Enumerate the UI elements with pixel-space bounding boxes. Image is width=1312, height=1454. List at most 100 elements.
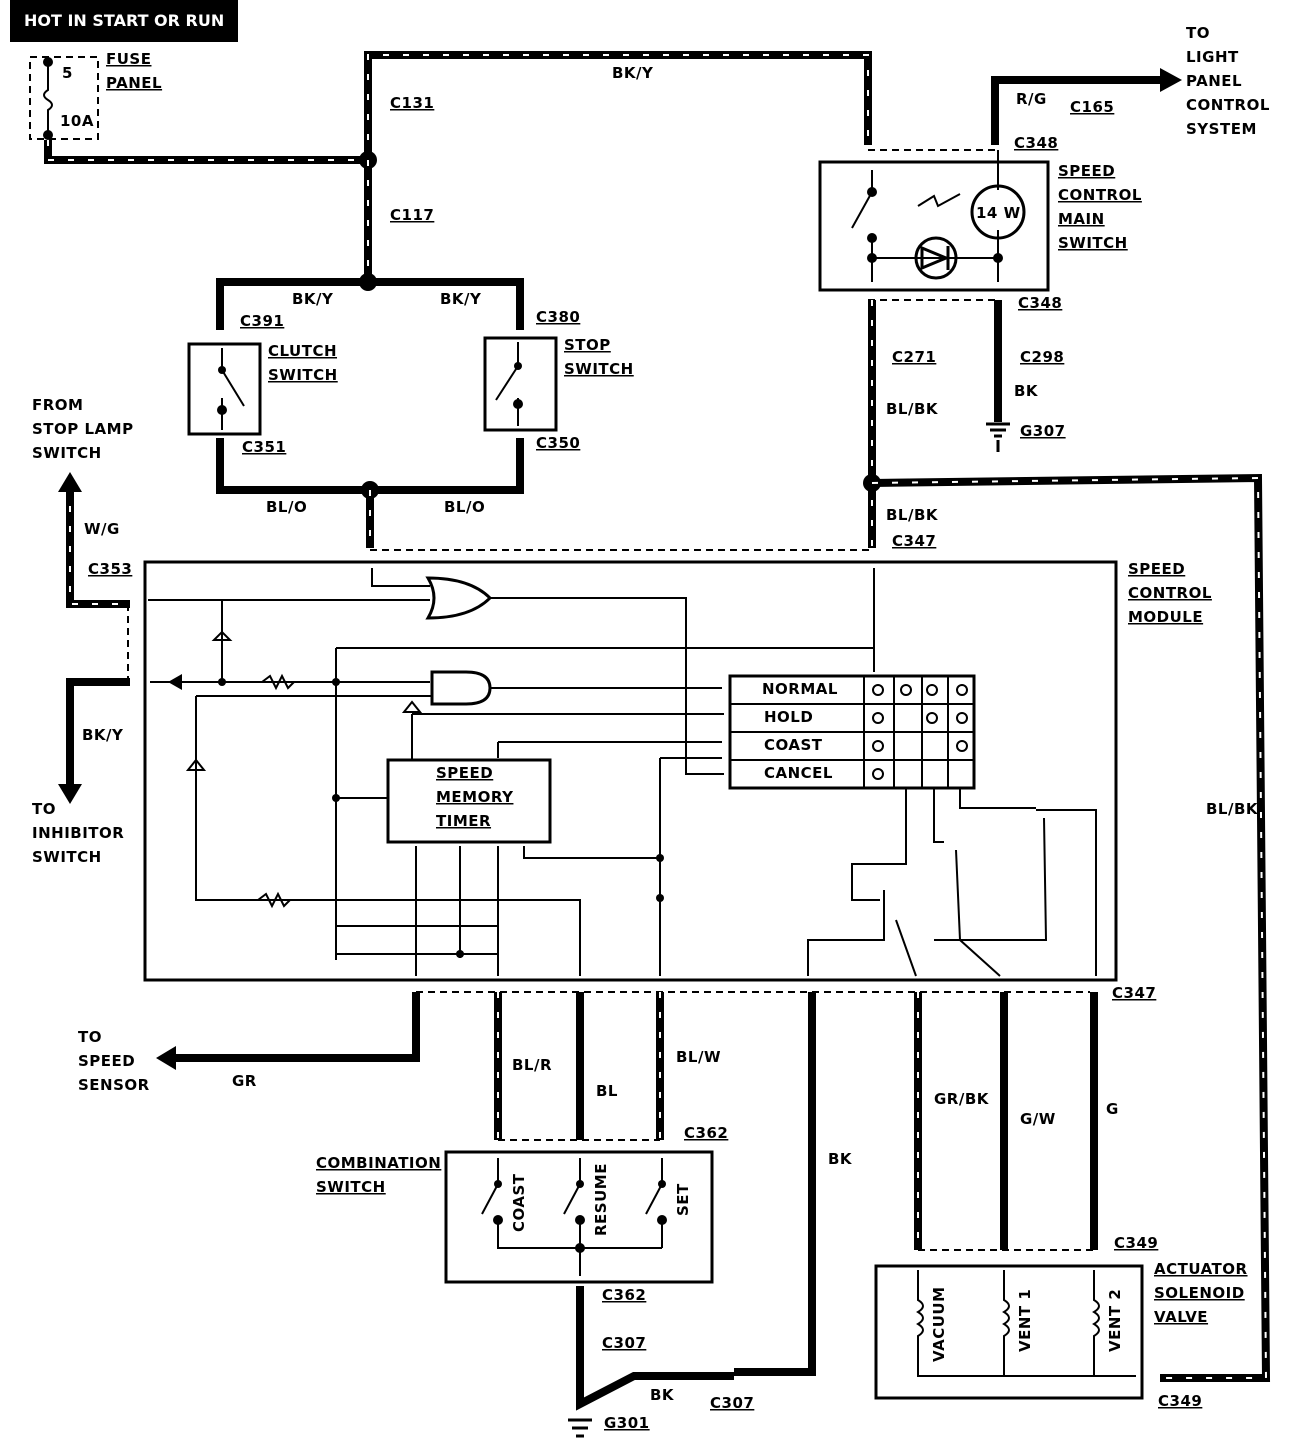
mode-cancel: CANCEL [764,764,833,782]
wire-label-bk-y-right: BK/Y [440,290,482,308]
conn-g301: G301 [604,1414,650,1432]
wire-label-bl-o-right: BL/O [444,498,485,516]
stop-switch-label-1: STOP [564,336,611,354]
wire-bk-y-top [364,51,872,160]
module-label-1: SPEED [1128,560,1185,578]
ground-g307-icon [986,422,1010,452]
stop-lamp-3: SWITCH [32,444,102,462]
wire-label-bl-o-left: BL/O [266,498,307,516]
solenoid-vent2: VENT 2 [1106,1289,1124,1352]
wire-bl-bk-right [871,473,1271,1382]
wire-label-bk-ground: BK [1014,382,1039,400]
conn-c307-b: C307 [710,1394,754,1412]
conn-c117: C117 [390,206,434,224]
conn-c350: C350 [536,434,580,452]
ground-g301-icon [568,1418,592,1438]
solenoid-vent1: VENT 1 [1016,1289,1034,1352]
light-panel-1: TO [1186,24,1210,42]
actuator-label-2: SOLENOID [1154,1284,1245,1302]
fuse-number: 5 [62,64,73,82]
mode-normal: NORMAL [762,680,838,698]
wire-gr [172,992,420,1062]
conn-c348-top: C348 [1014,134,1058,152]
module-label-2: CONTROL [1128,584,1212,602]
main-switch-box [818,160,1050,292]
wire-label-bl-bk-right: BL/BK [1206,800,1259,818]
combo-pos-set: SET [674,1183,692,1216]
speed-sensor-3: SENSOR [78,1076,150,1094]
combo-pos-resume: RESUME [592,1163,610,1236]
inhibitor-3: SWITCH [32,848,102,866]
or-gate [425,576,493,620]
fuse-panel-label-1: FUSE [106,50,151,68]
fuse-rating: 10A [60,112,94,130]
conn-c347-bot: C347 [1112,984,1156,1002]
wire-label-bk-module: BK [828,1150,853,1168]
wire-w-g [66,486,130,608]
conn-c351: C351 [242,438,286,456]
conn-c271: C271 [892,348,936,366]
combo-label-1: COMBINATION [316,1154,441,1172]
module-label-3: MODULE [1128,608,1203,626]
header-title: HOT IN START OR RUN [24,11,224,30]
wire-label-bl-w: BL/W [676,1048,721,1066]
inhibitor-2: INHIBITOR [32,824,124,842]
wire-bk-y-inhib [66,678,130,786]
conn-c165: C165 [1070,98,1114,116]
clutch-switch-label-1: CLUTCH [268,342,337,360]
stop-switch-label-2: SWITCH [564,360,634,378]
light-panel-3: PANEL [1186,72,1242,90]
wire-label-bl: BL [596,1082,618,1100]
mode-coast: COAST [764,736,823,754]
actuator-label-1: ACTUATOR [1154,1260,1248,1278]
conn-c380: C380 [536,308,580,326]
solenoid-vacuum: VACUUM [930,1287,948,1363]
lightning-icon [917,193,961,208]
fuse-panel-label-2: PANEL [106,74,162,92]
conn-c347-top: C347 [892,532,936,550]
conn-c307-a: C307 [602,1334,646,1352]
wire-label-bk-y-top: BK/Y [612,64,654,82]
lamp-rating: 14 W [976,204,1021,222]
memory-timer-label-3: TIMER [436,812,491,830]
wire-label-g-w: G/W [1020,1110,1056,1128]
clutch-switch-label-2: SWITCH [268,366,338,384]
main-switch-label-4: SWITCH [1058,234,1128,252]
conn-c349-bot: C349 [1158,1392,1202,1410]
wire-label-bk-bottom: BK [650,1386,675,1404]
fuse-box [29,56,99,140]
header-bg [10,0,238,42]
speed-control-module-box [143,560,1118,982]
combo-label-2: SWITCH [316,1178,386,1196]
wire-label-w-g: W/G [84,520,120,538]
conn-c131: C131 [390,94,434,112]
main-switch-label-2: CONTROL [1058,186,1142,204]
memory-timer-label-1: SPEED [436,764,493,782]
wire-label-gr: GR [232,1072,257,1090]
memory-timer-label-2: MEMORY [436,788,514,806]
wire-label-bl-bk-2: BL/BK [886,506,939,524]
mode-hold: HOLD [764,708,813,726]
combination-switch-box [444,1150,714,1284]
wire-bk-y-branch [216,278,524,330]
stop-lamp-2: STOP LAMP [32,420,134,438]
wire-label-bl-r: BL/R [512,1056,552,1074]
speed-sensor-1: TO [78,1028,102,1046]
wire-label-g: G [1106,1100,1119,1118]
wire-label-bk-y-left: BK/Y [292,290,334,308]
wire-fuse-feed [44,140,368,164]
main-switch-label-3: MAIN [1058,210,1105,228]
conn-c362-bot: C362 [602,1286,646,1304]
conn-c349-top: C349 [1114,1234,1158,1252]
speed-sensor-2: SPEED [78,1052,135,1070]
conn-c353: C353 [88,560,132,578]
clutch-switch-box [187,342,262,436]
wire-label-gr-bk: GR/BK [934,1090,990,1108]
conn-c298: C298 [1020,348,1064,366]
conn-c348-bot: C348 [1018,294,1062,312]
conn-c391: C391 [240,312,284,330]
stop-lamp-1: FROM [32,396,83,414]
conn-c362-top: C362 [684,1124,728,1142]
light-panel-4: CONTROL [1186,96,1270,114]
